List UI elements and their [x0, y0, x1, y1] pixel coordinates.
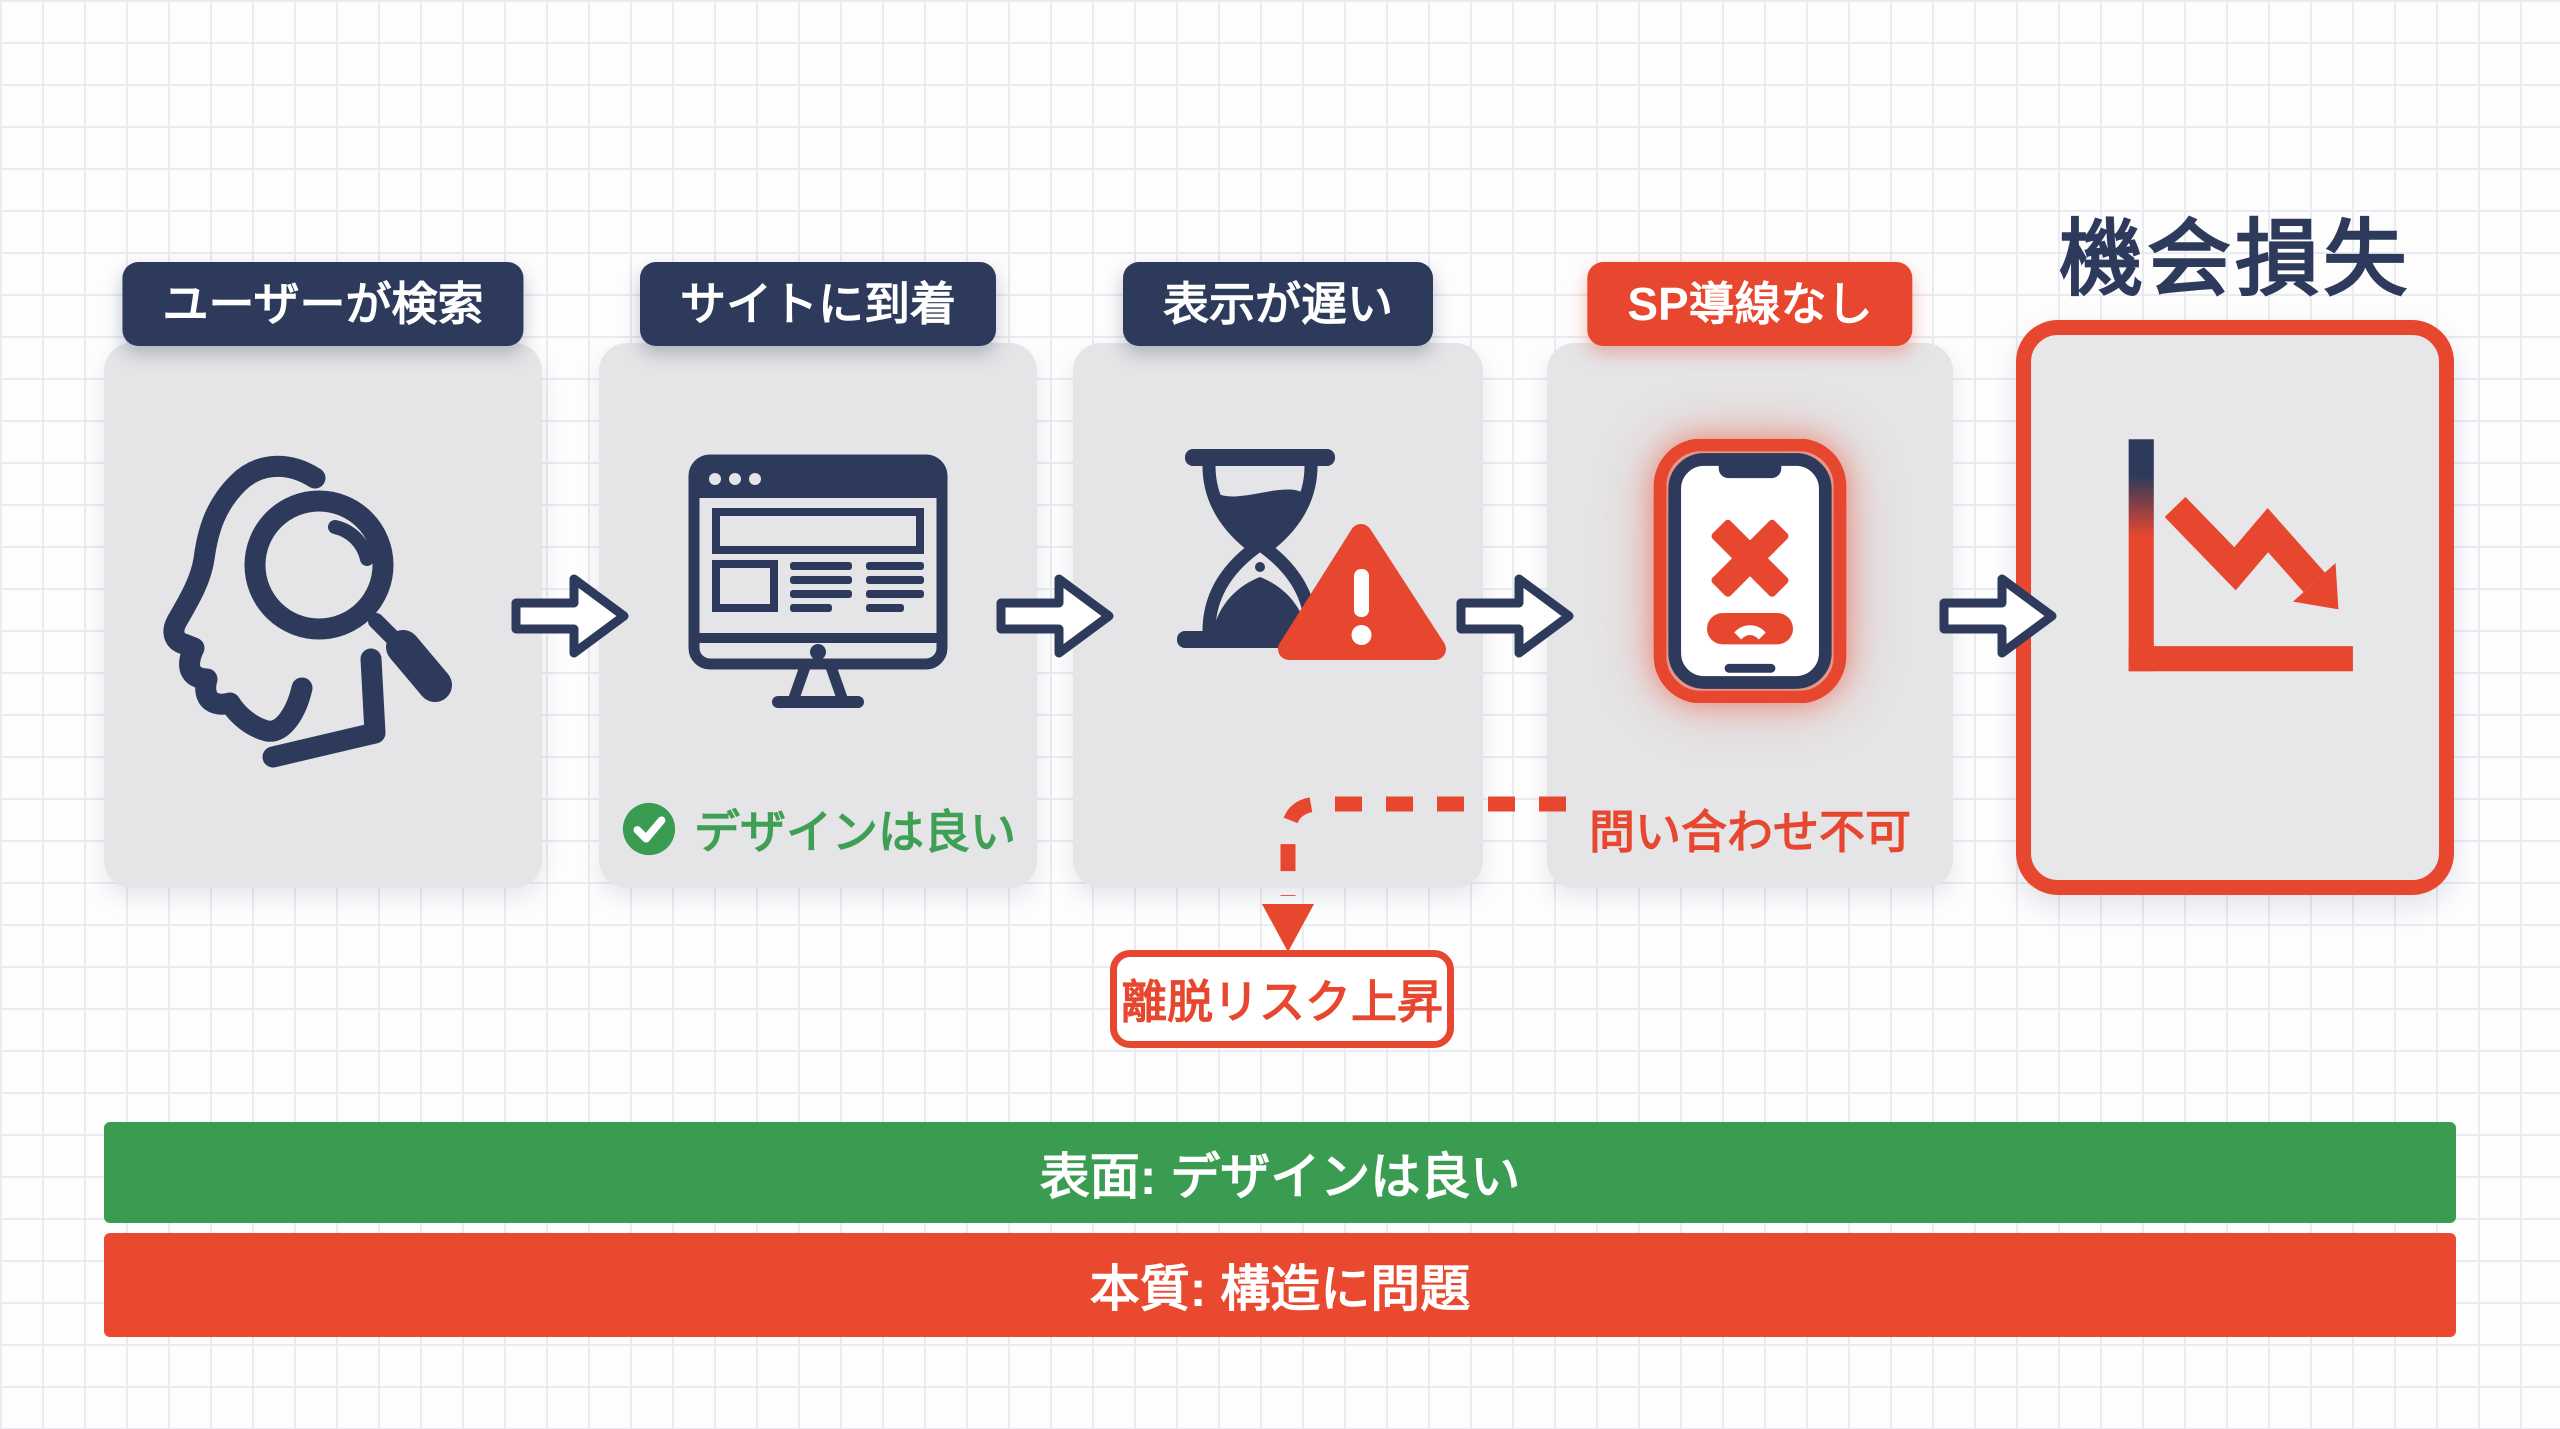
essence-summary-bar: 本質: 構造に問題 [104, 1233, 2456, 1337]
browser-monitor-icon [688, 454, 948, 708]
design-good-note: デザインは良い [599, 796, 1037, 862]
exit-risk-box: 離脱リスク上昇 [1110, 950, 1454, 1048]
declining-graph-icon [2128, 438, 2353, 671]
dashed-down-arrow-icon [1262, 796, 1566, 952]
exit-risk-text: 離脱リスク上昇 [1121, 976, 1443, 1028]
step-label-arrive-site: サイトに到着 [640, 262, 996, 346]
phone-no-contact-icon [1653, 438, 1847, 703]
design-good-text: デザインは良い [694, 806, 1016, 858]
surface-summary-text: 表面: デザインは良い [1039, 1148, 1521, 1205]
step-label-slow-display: 表示が遅い [1123, 262, 1433, 346]
step-card-slow-display [1073, 343, 1483, 888]
step-label-no-sp-flow: SP導線なし [1587, 262, 1913, 346]
warning-triangle-icon [1278, 523, 1446, 660]
outcome-card [2016, 320, 2454, 895]
surface-summary-bar: 表面: デザインは良い [104, 1122, 2456, 1223]
flow-arrow-icon [511, 574, 629, 658]
step-card-user-search [104, 343, 542, 888]
no-contact-text: 問い合わせ不可 [1589, 806, 1911, 858]
step-card-no-sp-flow: 問い合わせ不可 [1547, 343, 1953, 888]
flow-arrow-icon [1939, 574, 2057, 658]
call-handset-icon [1734, 624, 1766, 639]
x-mark-icon [1711, 519, 1789, 597]
step-card-arrive-site: デザインは良い [599, 343, 1037, 888]
hourglass-warning-icon [1177, 448, 1446, 660]
flow-arrow-icon [996, 574, 1114, 658]
flow-arrow-icon [1456, 574, 1574, 658]
check-badge-icon [622, 802, 676, 856]
step-label-user-search: ユーザーが検索 [122, 262, 524, 346]
essence-summary-text: 本質: 構造に問題 [1089, 1261, 1471, 1317]
no-contact-note: 問い合わせ不可 [1547, 796, 1953, 862]
head-search-icon [163, 455, 452, 767]
outcome-title: 機会損失 [2058, 212, 2412, 306]
